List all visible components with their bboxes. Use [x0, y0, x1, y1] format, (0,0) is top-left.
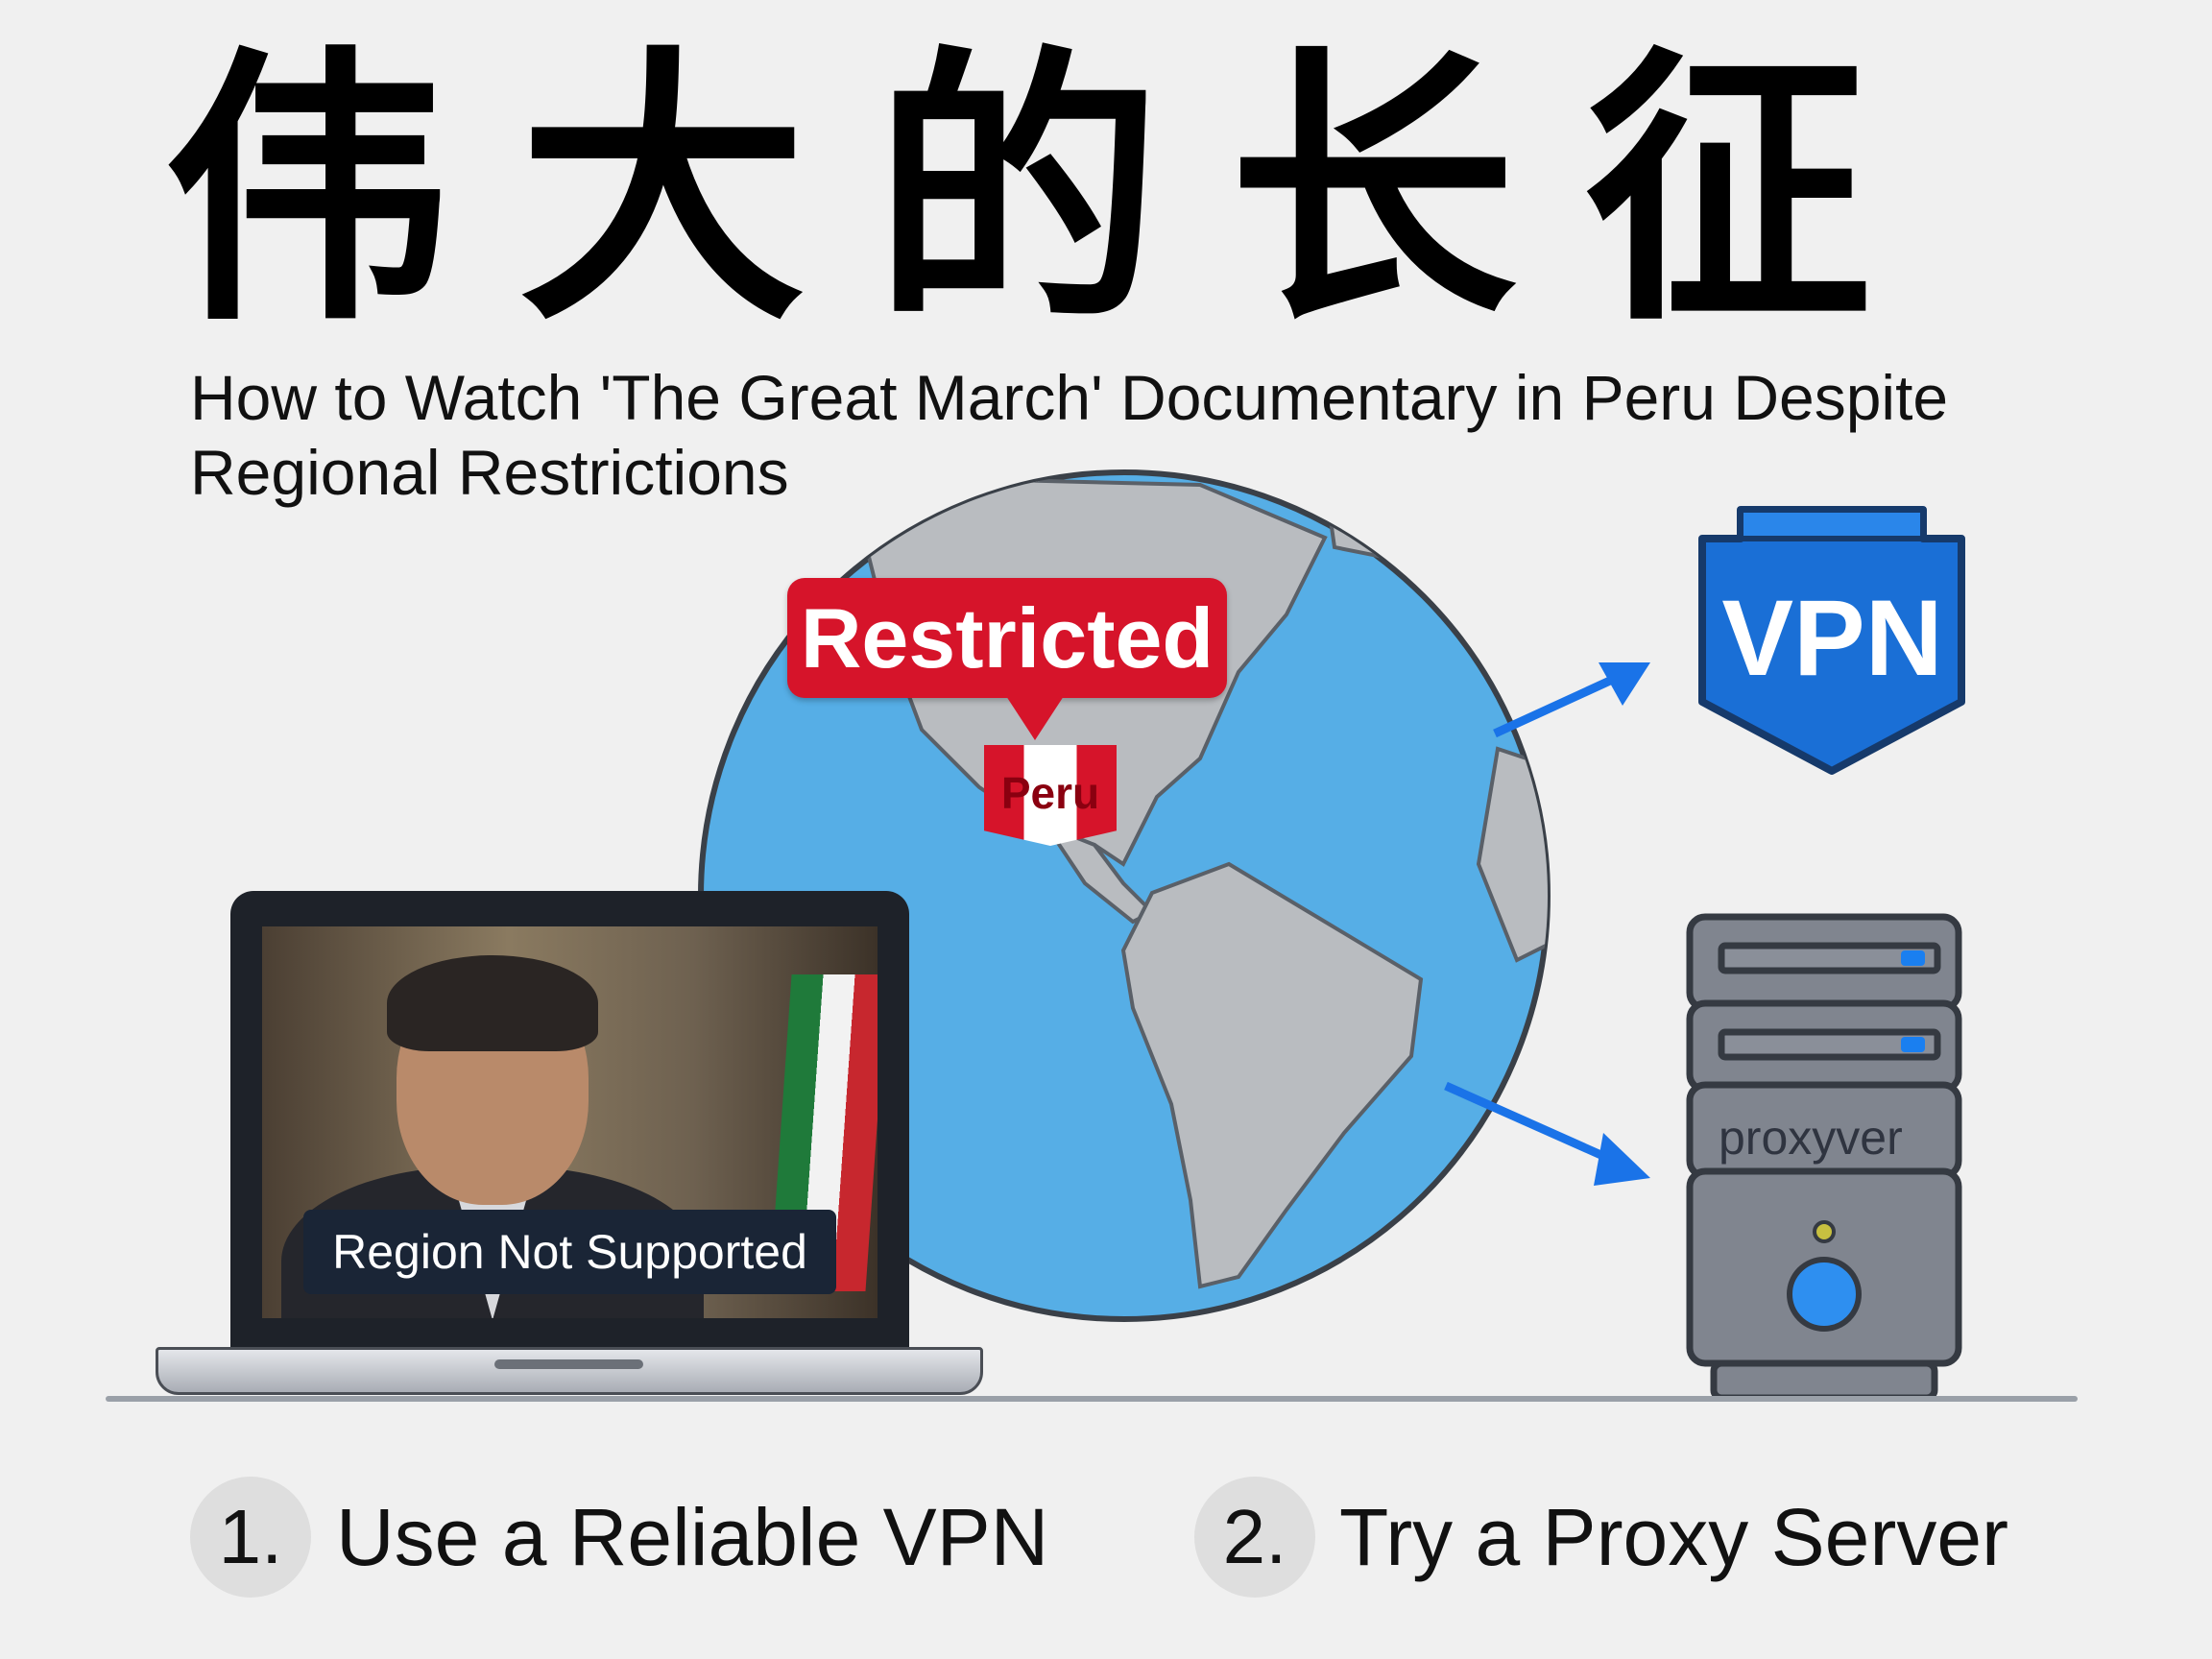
ground-line [106, 1396, 2078, 1402]
step-2-label: Try a Proxy Server [1339, 1492, 2009, 1582]
arrow-to-proxy [1444, 1081, 1650, 1186]
region-not-supported-message: Region Not Supported [303, 1210, 836, 1294]
step-2-number: 2. [1194, 1477, 1315, 1598]
step-1-label: Use a Reliable VPN [336, 1492, 1049, 1582]
vpn-shield-icon [1698, 506, 1965, 775]
arrow-to-vpn [1493, 662, 1650, 738]
restricted-callout: Restricted [787, 578, 1227, 740]
server-label: proxyver [1719, 1111, 1903, 1165]
step-1-number: 1. [190, 1477, 311, 1598]
person-hair [387, 955, 598, 1051]
laptop-base [156, 1347, 983, 1395]
laptop-notch [494, 1359, 643, 1369]
peru-flag-tag: Peru [984, 745, 1117, 846]
proxy-server-icon [1686, 913, 1962, 1402]
south-america [1120, 861, 1424, 1289]
subtitle: How to Watch 'The Great March' Documenta… [190, 362, 1949, 508]
vpn-label: VPN [1721, 578, 1943, 698]
chinese-title: 伟大的长征 [163, 24, 1939, 359]
